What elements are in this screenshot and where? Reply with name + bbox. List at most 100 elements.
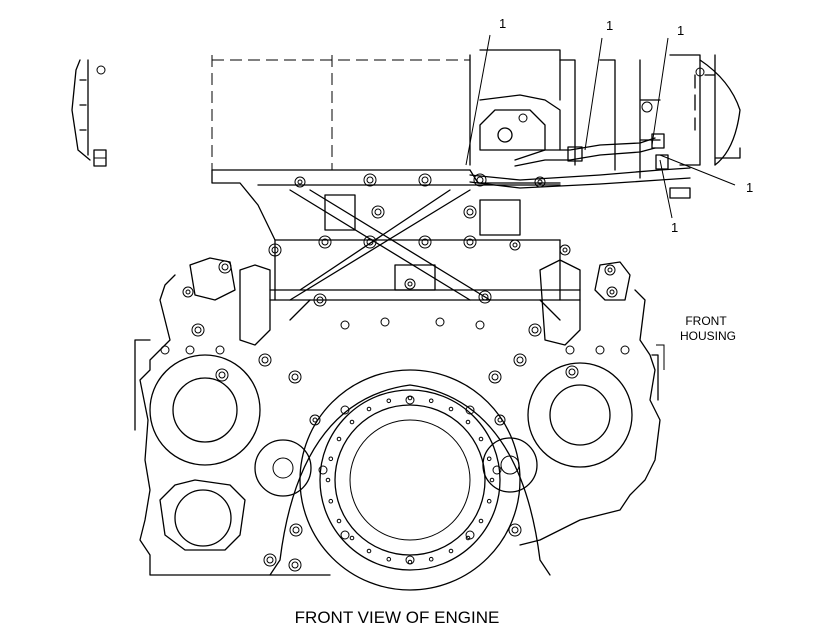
bolt-hole [363,235,377,249]
crankshaft-gear [269,369,551,591]
bolt-hole-inner [568,368,576,376]
bolt-hole [559,244,571,256]
bolt-hole [473,173,487,187]
right-upper-equipment [469,49,741,199]
gear-ring-hole [428,556,434,562]
bolt-hole [289,523,303,537]
right-idler-gear [482,362,633,493]
bolt-hole-inner [537,179,543,185]
gear-ring-hole [366,548,372,554]
bolt-hole [595,345,605,355]
bolt-hole [318,465,328,475]
gear-ring-hole [465,535,471,541]
gear-ring-hole [478,436,484,442]
bolt-hole-inner [292,526,300,534]
bolt-hole [488,370,502,384]
front-housing-label-line2: HOUSING [680,329,736,343]
bolt-hole [263,553,277,567]
bolt-hole [565,365,579,379]
left-idler-gear [149,354,312,551]
bolt-hole-inner [291,561,299,569]
bolt-hole [288,558,302,572]
bolt-hole-inner [497,417,503,423]
bolt-hole-inner [421,238,429,246]
bolt-hole [465,405,475,415]
left-bracket [71,59,107,167]
bolt-hole [475,320,485,330]
gear-ring-hole [486,456,492,462]
bolt-hole [371,205,385,219]
front-housing-label-line1: FRONT [685,314,727,328]
bolt-hole [508,523,522,537]
bolt-hole-inner [476,176,484,184]
bolt-hole [363,173,377,187]
bolt-hole-inner [562,247,568,253]
bolt-hole-inner [481,293,489,301]
bolt-hole [318,235,332,249]
gear-ring-hole [486,498,492,504]
bolt-hole-inner [516,356,524,364]
bolt-hole-inner [312,417,318,423]
gear-ring-hole [386,556,392,562]
bolt-hole [494,414,506,426]
callout-1b: 1 [606,18,613,33]
bolt-hole [340,320,350,330]
cylinder-block [211,55,561,241]
bolt-hole [340,530,350,540]
bolt-hole [534,176,546,188]
bolt-hole-inner [531,326,539,334]
bolt-hole [528,323,542,337]
bolt-hole [565,345,575,355]
bolt-hole [620,345,630,355]
bolt-hole-inner [512,242,518,248]
bolt-hole-inner [491,373,499,381]
bolt-hole [509,239,521,251]
bolt-hole [380,317,390,327]
bolt-hole-inner [366,176,374,184]
bolt-hole [185,345,195,355]
bolt-hole [215,345,225,355]
callout-1c: 1 [677,23,684,38]
bolt-hole [418,235,432,249]
bolt-hole [182,286,194,298]
gear-ring-hole [336,436,342,442]
bolt-hole [340,405,350,415]
bolt-hole [478,290,492,304]
gear-ring-hole [448,406,454,412]
bolt-hole-inner [321,238,329,246]
bolt-hole [313,293,327,307]
gear-ring-hole [428,398,434,404]
bolt-hole [604,264,616,276]
bolt-hole [418,173,432,187]
bolt-hole-inner [511,526,519,534]
bolt-hole-inner [271,246,279,254]
bolt-hole [435,317,445,327]
bolt-hole [160,345,170,355]
gear-ring-hole [478,518,484,524]
bolt-hole-inner [366,238,374,246]
gear-ring-hole [465,419,471,425]
bolt-hole [218,260,232,274]
bolt-hole-inner [261,356,269,364]
bolt-hole-inner [466,238,474,246]
bolt-hole-inner [291,373,299,381]
bolt-holes [160,173,630,572]
block-webbing [239,184,581,346]
callout-1e: 1 [671,220,678,235]
front-housing-outline [134,257,661,576]
gear-ring-hole [407,559,413,565]
bolt-hole-inner [185,289,191,295]
bolt-hole [492,465,502,475]
bolt-hole-inner [466,208,474,216]
gear-ring-hole [349,535,355,541]
gear-ring-hole [489,477,495,483]
gear-ring-hole [366,406,372,412]
bolt-hole-inner [194,326,202,334]
gear-ring-hole [336,518,342,524]
bolt-hole [463,205,477,219]
bolt-hole-inner [374,208,382,216]
bolt-hole-inner [316,296,324,304]
callout-leaders [465,34,736,370]
callout-1a: 1 [499,16,506,31]
